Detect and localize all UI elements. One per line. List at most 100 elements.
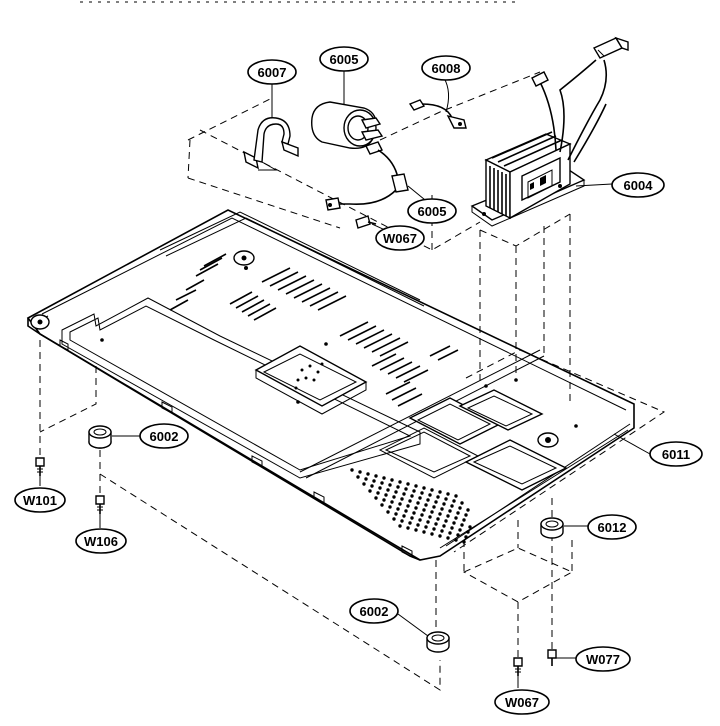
vent-dot: [392, 517, 396, 521]
vent-dot: [424, 503, 428, 507]
vent-dot: [402, 514, 406, 518]
vent-dot: [420, 513, 424, 517]
vent-dot: [420, 491, 424, 495]
vent-dot: [438, 534, 442, 538]
label-w067-lower: W067: [494, 689, 550, 715]
vent-dot: [438, 512, 442, 516]
leader-lines: [39, 70, 651, 688]
vent-dot: [452, 499, 456, 503]
vent-dot: [400, 497, 404, 501]
vent-dot: [368, 489, 372, 493]
vent-dot: [378, 486, 382, 490]
base-plate: [26, 209, 635, 561]
vent-dot: [450, 504, 454, 508]
vent-dot: [356, 475, 360, 479]
vent-dot: [446, 492, 450, 496]
vent-dot: [382, 498, 386, 502]
vent-dot: [380, 481, 384, 485]
vent-dot: [384, 493, 388, 497]
transformer-wires: [531, 36, 629, 163]
vent-dot: [446, 536, 450, 540]
vent-dot: [422, 508, 426, 512]
vent-dot: [416, 523, 420, 527]
vent-dot: [442, 502, 446, 506]
vent-dot: [376, 491, 380, 495]
vent-dot: [392, 495, 396, 499]
vent-dot: [386, 488, 390, 492]
vent-dot: [394, 490, 398, 494]
label-6008-text: 6008: [432, 61, 461, 76]
vent-dot: [406, 526, 410, 530]
vent-dot: [456, 511, 460, 515]
foot-6012: [540, 517, 564, 539]
foot-6002-bottom: [426, 631, 450, 653]
vent-dot: [414, 506, 418, 510]
screw-w077: [547, 649, 557, 666]
screw-w106: [95, 495, 105, 514]
label-w077-text: W077: [586, 652, 620, 667]
vent-dot: [464, 535, 468, 539]
label-6012: 6012: [587, 514, 637, 540]
vent-dot: [412, 511, 416, 515]
label-6002-left-text: 6002: [150, 429, 179, 444]
vent-dot: [416, 501, 420, 505]
vent-dot: [404, 509, 408, 513]
vent-dot: [462, 518, 466, 522]
vent-dot: [388, 483, 392, 487]
label-6005-bottom: 6005: [407, 198, 457, 224]
label-w077: W077: [575, 646, 631, 672]
vent-dot: [460, 523, 464, 527]
vent-dot: [430, 510, 434, 514]
capacitor-wire-harness: [325, 141, 409, 211]
vent-dot: [456, 533, 460, 537]
vent-dot: [406, 482, 410, 486]
label-6005-top: 6005: [319, 46, 369, 72]
label-6002-bottom-text: 6002: [360, 604, 389, 619]
label-w101-text: W101: [23, 493, 57, 508]
label-6012-text: 6012: [598, 520, 627, 535]
vent-dot: [394, 512, 398, 516]
label-w101: W101: [14, 487, 66, 513]
vent-dot: [382, 476, 386, 480]
vent-dot: [452, 521, 456, 525]
vent-dot: [432, 505, 436, 509]
vent-dot: [458, 528, 462, 532]
vent-dot: [402, 492, 406, 496]
vent-dot: [412, 489, 416, 493]
vent-dot: [466, 508, 470, 512]
vent-dot: [434, 522, 438, 526]
vent-dot: [404, 487, 408, 491]
vent-dot: [448, 531, 452, 535]
vent-dot: [444, 519, 448, 523]
vent-dot: [440, 529, 444, 533]
vent-dot: [464, 513, 468, 517]
vent-dot: [350, 468, 354, 472]
label-6005-top-text: 6005: [330, 52, 359, 67]
vent-dot: [436, 517, 440, 521]
vent-dot: [388, 505, 392, 509]
dot-vent-field: [350, 468, 472, 544]
label-6002-left: 6002: [139, 423, 189, 449]
capacitor: [311, 101, 384, 150]
label-6011: 6011: [649, 441, 703, 467]
vent-dot: [398, 502, 402, 506]
vent-dot: [432, 527, 436, 531]
vent-dot: [426, 520, 430, 524]
projection-lines: [39, 71, 666, 691]
vent-dot: [418, 518, 422, 522]
label-6002-bottom: 6002: [349, 598, 399, 624]
label-6008: 6008: [421, 55, 471, 81]
vent-dot: [428, 493, 432, 497]
label-w067-upper: W067: [375, 225, 425, 251]
vent-dot: [440, 507, 444, 511]
vent-dot: [406, 504, 410, 508]
vent-dot: [374, 474, 378, 478]
screw-w101: [35, 457, 45, 476]
label-6011-text: 6011: [662, 447, 690, 462]
vent-dot: [446, 514, 450, 518]
vent-dot: [460, 501, 464, 505]
vent-dot: [454, 516, 458, 520]
vent-dot: [364, 477, 368, 481]
vent-dot: [466, 530, 470, 534]
